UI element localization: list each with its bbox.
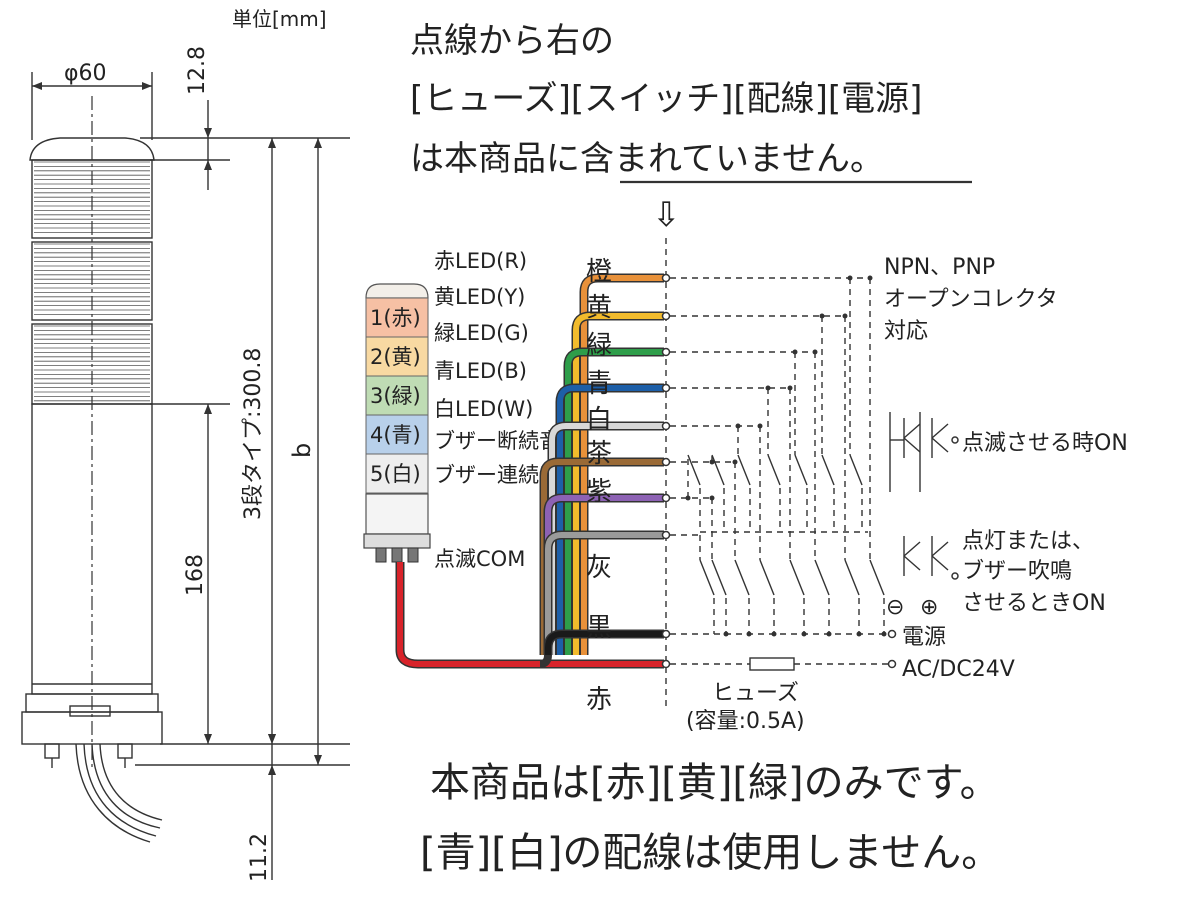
wire-0 bbox=[581, 275, 664, 655]
tower-tier-label: 5(白) bbox=[370, 462, 421, 486]
wire-color-label: 黒 bbox=[586, 613, 612, 643]
signal-label: 緑LED(G) bbox=[434, 321, 529, 345]
blink-label: 点滅させる時ON bbox=[962, 431, 1128, 456]
terminal bbox=[661, 421, 671, 431]
notice-bottom-line2: [青][白]の配線は使用しません。 bbox=[420, 830, 1001, 876]
wire-2 bbox=[565, 349, 664, 655]
light-line2: ブザー吹鳴 bbox=[962, 559, 1072, 584]
terminal bbox=[661, 457, 671, 467]
wire-color-label: 白 bbox=[586, 405, 612, 435]
right-labels: NPN、PNP オープンコレクタ 対応 点滅させる時ON 点灯または、 ブザー吹… bbox=[686, 255, 1128, 734]
notice-top-line3-plain: は本商品に bbox=[410, 139, 580, 179]
signal-label: 赤LED(R) bbox=[434, 249, 527, 273]
notice-top: 点線から右の [ヒューズ][スイッチ][配線][電源] は本商品に含まれていませ… bbox=[410, 21, 972, 235]
wire-color-label: 茶 bbox=[586, 439, 612, 469]
dim-top-cap: 12.8 bbox=[185, 46, 210, 95]
dim-b: b bbox=[288, 443, 316, 458]
signal-label: 黄LED(Y) bbox=[434, 285, 525, 309]
signal-labels: 赤LED(R) 黄LED(Y) 緑LED(G) 青LED(B) 白LED(W) ブザー断続… bbox=[434, 249, 560, 571]
wire-5 bbox=[541, 459, 664, 655]
wire-outline bbox=[395, 562, 664, 669]
tower-tier-label: 1(赤) bbox=[370, 306, 421, 330]
wire-bundle bbox=[539, 654, 552, 668]
light-line1: 点灯または、 bbox=[962, 529, 1094, 554]
power-label: 電源 bbox=[902, 625, 946, 650]
notice-top-line2: [ヒューズ][スイッチ][配線][電源] bbox=[410, 79, 922, 119]
notice-top-line1: 点線から右の bbox=[410, 21, 614, 61]
terminal bbox=[661, 383, 671, 393]
signal-label: ブザー連続音 bbox=[434, 463, 560, 487]
wire-1 bbox=[573, 313, 664, 655]
dim-bottom: 11.2 bbox=[247, 833, 272, 882]
terminal bbox=[661, 347, 671, 357]
plus-symbol: ⊕ bbox=[920, 595, 938, 620]
terminal bbox=[661, 530, 671, 540]
notice-top-line3: は本商品に含まれていません。 bbox=[410, 139, 884, 179]
wire-4 bbox=[549, 423, 664, 655]
minus-symbol: ⊖ bbox=[886, 595, 904, 620]
dim-total-type: 3段タイプ:300.8 bbox=[241, 348, 266, 520]
mini-tower: 1(赤) 2(黄) 3(緑) 4(青) 5(白) bbox=[363, 283, 431, 563]
down-arrow-icon: ⇩ bbox=[652, 195, 681, 235]
wire-color-label: 赤 bbox=[586, 685, 612, 715]
voltage-label: AC/DC24V bbox=[902, 657, 1015, 682]
signal-label: 青LED(B) bbox=[434, 359, 527, 383]
wire-8 bbox=[545, 631, 664, 655]
notice-bottom-line1: 本商品は[赤][黄][緑]のみです。 bbox=[430, 760, 1000, 806]
signal-label: 点滅COM bbox=[434, 547, 525, 571]
wire-color-label: 橙 bbox=[586, 257, 612, 287]
wire-6 bbox=[545, 495, 664, 655]
signal-label: ブザー断続音 bbox=[434, 429, 560, 453]
tower-tier-label: 3(緑) bbox=[370, 384, 421, 408]
collector-line1: NPN、PNP bbox=[884, 255, 995, 280]
tower-tier-label: 4(青) bbox=[370, 423, 421, 447]
tower-tier-swatch bbox=[365, 453, 429, 494]
dim-lower: 168 bbox=[183, 554, 208, 596]
notice-top-line3-underlined: 含まれていません。 bbox=[580, 139, 884, 179]
wire-9 bbox=[397, 562, 664, 667]
signal-label: 白LED(W) bbox=[434, 397, 533, 421]
terminal bbox=[661, 493, 671, 503]
dim-diameter: φ60 bbox=[64, 61, 107, 86]
fuse-label: ヒューズ bbox=[712, 681, 799, 706]
notice-bottom: 本商品は[赤][黄][緑]のみです。 [青][白]の配線は使用しません。 bbox=[420, 760, 1001, 876]
tower-dimension-drawing: φ60 単位[mm] 12.8 3段タイプ:300.8 b 168 11.2 bbox=[21, 7, 350, 882]
tower-tier-label: 2(黄) bbox=[370, 345, 421, 369]
tower-tier-swatch bbox=[365, 414, 429, 455]
tower-cap bbox=[29, 137, 155, 161]
unit-label: 単位[mm] bbox=[232, 7, 327, 31]
terminal bbox=[661, 273, 671, 283]
wire-3 bbox=[557, 385, 664, 655]
wire-color-label: 灰 bbox=[586, 553, 612, 583]
wire-color-label: 紫 bbox=[586, 477, 612, 507]
wire-color-label: 黄 bbox=[586, 293, 612, 323]
wire-color-label: 緑 bbox=[586, 331, 612, 361]
fuse-symbol bbox=[749, 657, 795, 671]
light-line3: させるときON bbox=[962, 591, 1106, 616]
collector-line2: オープンコレクタ bbox=[884, 287, 1058, 312]
fuse-capacity-label: (容量:0.5A) bbox=[686, 709, 805, 734]
tower-tier-swatch bbox=[365, 297, 429, 338]
wire-7 bbox=[545, 532, 664, 655]
switch-network bbox=[661, 273, 959, 671]
collector-line3: 対応 bbox=[884, 319, 928, 344]
wire-color-label: 青 bbox=[586, 369, 612, 399]
terminal bbox=[661, 311, 671, 321]
